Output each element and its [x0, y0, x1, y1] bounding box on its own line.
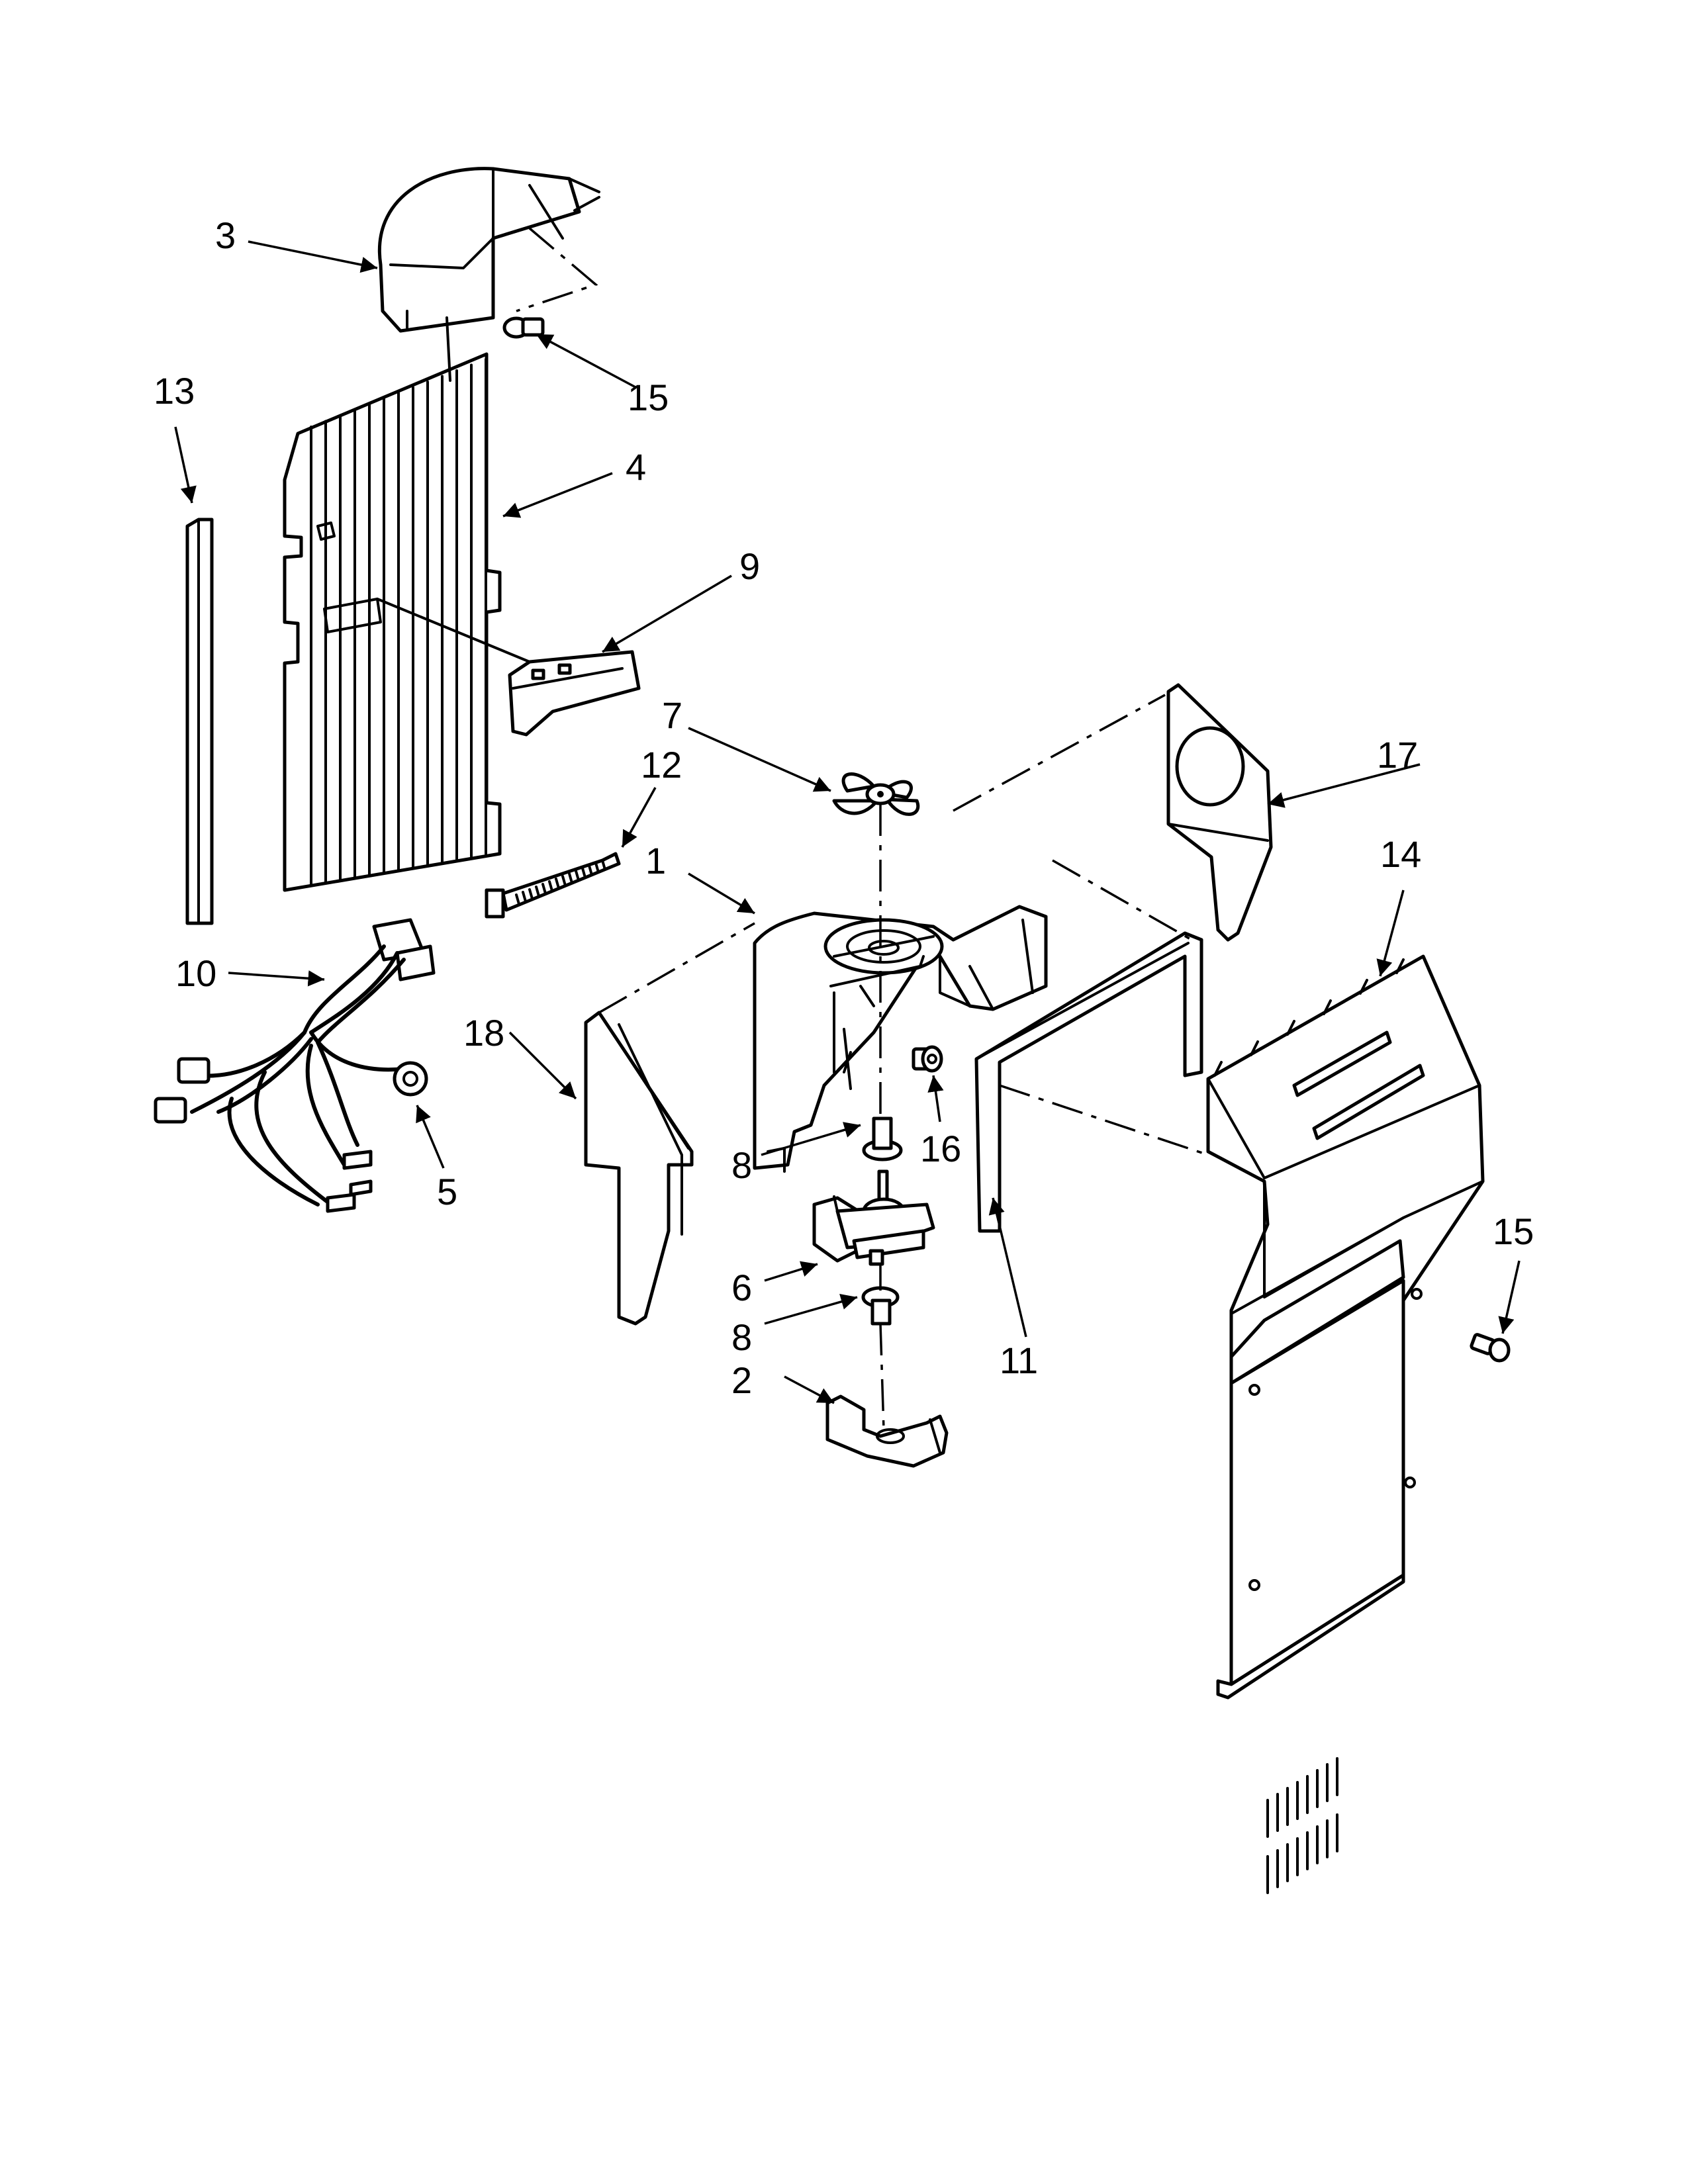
tie-tooth: [561, 875, 567, 887]
tie-tooth: [515, 893, 520, 905]
tie-tooth: [575, 870, 580, 882]
part-10-wire-harness: [154, 918, 436, 1213]
callout-5: 5: [437, 1171, 457, 1212]
callout-10: 10: [175, 952, 216, 994]
part-15-screw-upper: [502, 316, 545, 339]
shroud-tab: [1323, 999, 1332, 1015]
part-13-vertical-strip: [185, 518, 214, 925]
part-16-screw: [912, 1045, 943, 1073]
part-8-grommet-upper: [862, 1116, 903, 1161]
part-6-fan-motor: [812, 1169, 935, 1266]
callout-labels: 3 15 13 4 9 7 12 1 10 5 18 16 8 6 8 2 11…: [154, 214, 1534, 1401]
part-2-motor-bracket: [825, 1394, 949, 1468]
callout-8-upper: 8: [731, 1144, 752, 1186]
callout-12: 12: [641, 744, 682, 786]
tie-tooth: [522, 891, 527, 903]
tie-teeth: [515, 859, 606, 905]
tie-tooth: [581, 867, 586, 879]
part-8-grommet-lower: [861, 1286, 900, 1326]
callout-1: 1: [645, 840, 666, 882]
assembly-lines: [598, 694, 1209, 1430]
part-7-fan-blade: [832, 772, 920, 816]
shroud-tab: [1250, 1040, 1259, 1056]
part-14-rear-shroud: [1206, 954, 1485, 1894]
callout-3: 3: [215, 214, 236, 256]
callout-8-lower: 8: [731, 1316, 752, 1358]
part-9-bracket: [376, 598, 641, 737]
tie-tooth: [568, 872, 573, 884]
tie-tooth: [541, 883, 547, 895]
callout-9: 9: [739, 545, 760, 587]
callout-15-lower: 15: [1493, 1210, 1534, 1252]
part-3-duct-cover: [377, 167, 600, 333]
callout-11: 11: [1000, 1340, 1038, 1381]
callout-6: 6: [731, 1267, 752, 1308]
part-1-fan-housing: [753, 905, 1048, 1173]
tie-tooth: [535, 886, 540, 897]
callout-17: 17: [1377, 734, 1418, 776]
callout-7: 7: [662, 694, 682, 736]
part-15-screw-lower: [1470, 1333, 1511, 1363]
leader-lines: [174, 240, 1521, 1404]
tie-tooth: [548, 880, 553, 892]
part-4-evaporator-grille: [283, 316, 502, 892]
callout-13: 13: [154, 370, 195, 412]
callout-4: 4: [626, 446, 646, 488]
shroud-tab: [1395, 958, 1405, 974]
tie-tooth: [594, 862, 600, 874]
shroud-tab: [1213, 1061, 1223, 1077]
callout-16: 16: [920, 1128, 961, 1169]
shroud-tabs: [1213, 958, 1405, 1077]
callout-15-upper: 15: [628, 377, 669, 418]
callout-14: 14: [1380, 833, 1421, 875]
tie-tooth: [588, 864, 593, 876]
callout-18: 18: [463, 1012, 504, 1054]
shroud-tab: [1286, 1020, 1295, 1036]
callout-2: 2: [731, 1359, 752, 1401]
part-12-cable-tie: [485, 852, 621, 919]
part-18-left-duct-panel: [584, 1011, 694, 1326]
tie-tooth: [601, 859, 606, 871]
shroud-tab: [1359, 979, 1368, 995]
vent-slots: [1266, 1757, 1338, 1894]
grille-bars: [310, 358, 487, 887]
part-17-right-duct-panel: [1166, 683, 1273, 942]
tie-tooth: [528, 888, 534, 900]
tie-tooth: [555, 878, 560, 889]
